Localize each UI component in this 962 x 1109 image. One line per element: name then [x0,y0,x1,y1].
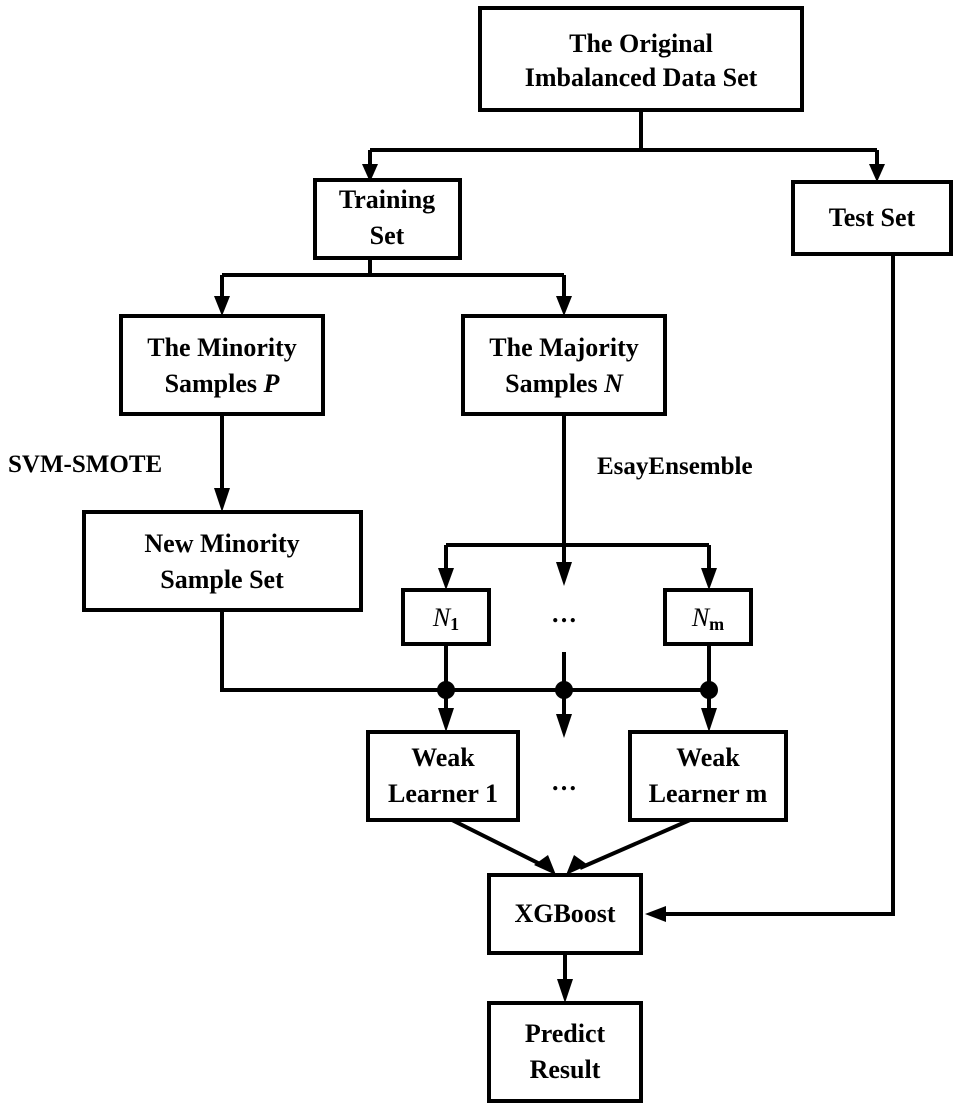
node-original-line1: The Original [569,29,713,58]
node-majority-samples-text: Samples [505,369,604,398]
node-predict-line1: Predict [525,1019,606,1048]
node-nm-label: Nm [691,603,724,634]
node-nm-var: N [691,603,711,632]
node-weak-learner-1: Weak Learner 1 [366,730,520,822]
arrow-head-xgb-right [566,855,588,875]
node-original-line2: Imbalanced Data Set [525,63,758,92]
node-new-minority-line1: New Minority [144,529,299,558]
arrow-head-weak1 [438,708,454,732]
edge-weakm-to-xgboost [579,818,691,870]
arrow-head-weakm [701,708,717,732]
node-training-line1: Training [339,185,435,214]
node-minority-var: P [263,369,281,398]
node-minority-samples: The Minority Samples P [119,314,325,416]
edge-test-to-xgboost [652,245,895,916]
node-weak-learner-m: Weak Learner m [628,730,788,822]
node-minority-line2: Samples P [165,369,281,398]
junction-dots [437,681,718,699]
arrow-head-training [362,164,378,182]
node-weak1-line2: Learner 1 [388,779,498,808]
node-minority-samples-text: Samples [165,369,264,398]
node-xgboost-line1: XGBoost [514,899,615,928]
node-new-minority-line2: Sample Set [160,565,284,594]
node-majority-line1: The Majority [489,333,638,362]
node-nm: Nm [663,588,753,646]
node-minority-line1: The Minority [147,333,297,362]
node-predict-result: Predict Result [487,1001,643,1103]
connectors [220,110,895,985]
node-training-set: Training Set [313,178,462,260]
node-n1-sub: 1 [450,614,459,634]
edge-label-easy-ensemble: EsayEnsemble [597,453,753,480]
arrow-head-majority [556,296,572,316]
arrow-head-nm [701,568,717,590]
edge-label-svm-smote: SVM-SMOTE [8,451,162,478]
node-training-line2: Set [370,221,405,250]
edge-new-minority-down [220,610,709,692]
arrow-head-xgb-test [645,906,666,922]
node-xgboost: XGBoost [487,873,643,955]
arrow-head-n1 [438,568,454,590]
node-n1-var: N [432,603,452,632]
arrow-head-minority [214,296,230,316]
node-test-set: Test Set [791,180,953,256]
ellipsis-weak: … [551,767,577,796]
node-weakm-line2: Learner m [649,779,768,808]
arrow-head-predict [557,979,573,1003]
node-original-dataset: The Original Imbalanced Data Set [478,6,804,112]
node-new-minority-set: New Minority Sample Set [82,510,363,612]
node-nm-sub: m [709,614,724,634]
node-n1: N1 [401,588,491,646]
node-weak1-line1: Weak [411,743,475,772]
node-majority-var: N [603,369,624,398]
arrowheads [214,164,885,1003]
junction-dot-1 [437,681,455,699]
junction-dot-2 [555,681,573,699]
node-majority-line2: Samples N [505,369,624,398]
node-n1-label: N1 [432,603,459,634]
arrow-head-xgb-left [534,855,556,875]
node-majority-samples: The Majority Samples N [461,314,667,416]
edge-weak1-to-xgboost [451,818,549,870]
node-predict-line2: Result [530,1055,601,1084]
junction-dot-3 [700,681,718,699]
arrow-head-test [869,164,885,182]
node-test-line1: Test Set [829,203,916,232]
arrow-head-middle-lower [556,714,572,738]
arrow-head-new-minority [214,488,230,512]
arrow-head-middle [556,562,572,586]
node-weakm-line1: Weak [676,743,740,772]
ellipsis-n: … [551,599,577,628]
